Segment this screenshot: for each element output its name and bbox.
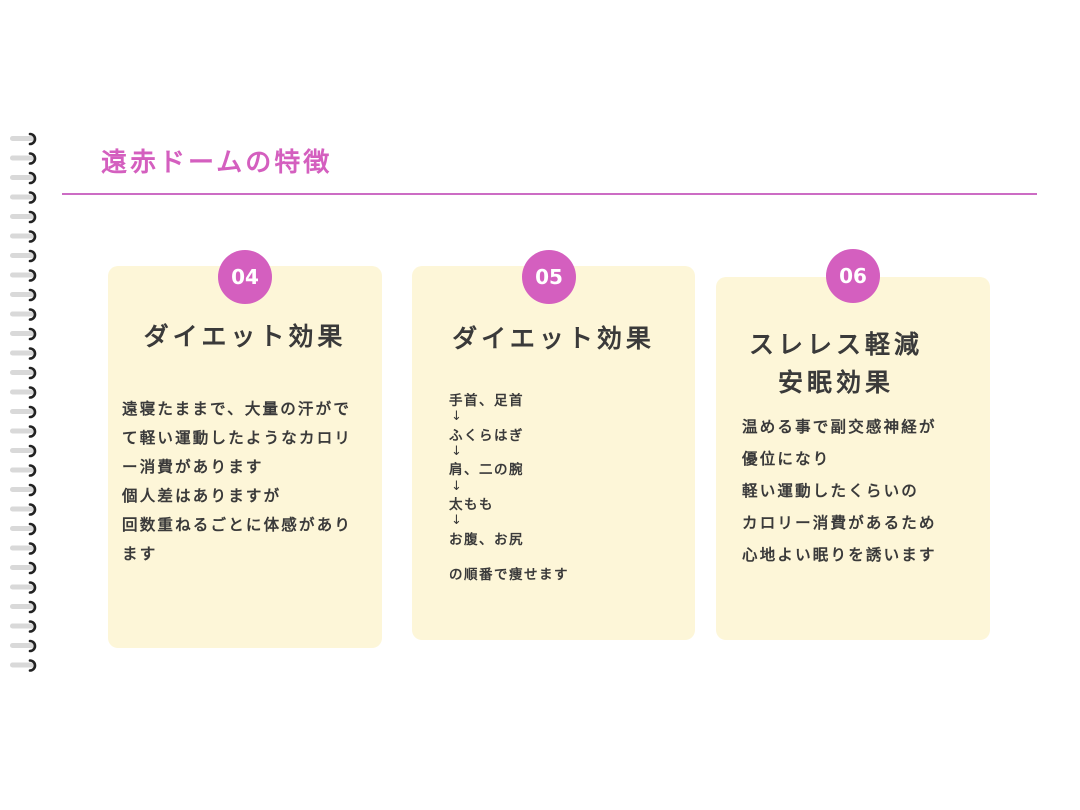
card-heading-05: ダイエット効果 (452, 324, 655, 353)
binding-ring (10, 542, 37, 555)
page-title: 遠赤ドームの特徴 (101, 148, 333, 178)
binding-ring (10, 152, 37, 165)
card-05-flow-step: ふくらはぎ (449, 428, 524, 444)
card-05-closing-text: の順番で痩せます (449, 567, 569, 583)
card-06-line: カロリー消費があるため (742, 514, 937, 532)
feature-card-05 (412, 266, 695, 640)
binding-ring (10, 444, 37, 458)
binding-ring (10, 386, 37, 399)
card-06-line: 心地よい眠りを誘います (742, 546, 937, 564)
down-arrow-icon: ↓ (451, 409, 462, 424)
card-04-line: 個人差はありますが (122, 487, 282, 505)
card-06-line: 軽い運動したくらいの (742, 482, 920, 500)
feature-card-04 (108, 266, 382, 648)
card-number-badge-05: 05 (522, 250, 576, 304)
down-arrow-icon: ↓ (451, 513, 462, 528)
binding-ring (10, 210, 37, 224)
binding-ring (10, 288, 37, 302)
title-divider (62, 193, 1037, 195)
binding-ring (10, 503, 37, 516)
binding-ring (10, 561, 37, 575)
binding-ring (10, 620, 37, 633)
card-04-line: ます (122, 545, 158, 563)
card-05-flow-step: お腹、お尻 (449, 532, 524, 548)
binding-ring (10, 347, 37, 360)
binding-ring (10, 171, 37, 185)
card-04-line: ー消費があります (122, 458, 264, 476)
card-heading-04: ダイエット効果 (143, 322, 347, 351)
card-05-flow-step: 手首、足首 (449, 393, 524, 409)
down-arrow-icon: ↓ (451, 479, 462, 494)
card-06-line: 温める事で副交感神経が (742, 418, 937, 436)
binding-ring (10, 659, 37, 672)
card-04-line: て軽い運動したようなカロリ (122, 429, 353, 447)
binding-ring (10, 230, 37, 243)
card-04-line: 遠寝たままで、大量の汗がで (122, 400, 352, 418)
binding-ring (10, 522, 37, 536)
binding-ring (10, 191, 37, 204)
binding-ring (10, 405, 37, 419)
binding-ring (10, 327, 37, 341)
binding-ring (10, 308, 37, 321)
binding-ring (10, 366, 37, 380)
card-04-line: 回数重ねるごとに体感があり (122, 516, 353, 534)
card-number-badge-04: 04 (218, 250, 272, 304)
card-heading-06-line-2: 安眠効果 (777, 368, 894, 397)
binding-ring (10, 132, 37, 146)
feature-card-06 (716, 277, 990, 640)
spiral-binding (8, 128, 48, 688)
binding-ring (10, 249, 37, 263)
binding-ring (10, 639, 37, 653)
card-05-flow-step: 肩、二の腕 (449, 462, 524, 478)
card-heading-06-line-1: スレレス軽減 (748, 330, 923, 359)
binding-ring (10, 425, 37, 438)
card-06-line: 優位になり (742, 450, 831, 468)
binding-ring (10, 269, 37, 282)
card-05-flow-step: 太もも (449, 497, 494, 513)
binding-ring (10, 483, 37, 497)
binding-ring (10, 581, 37, 594)
down-arrow-icon: ↓ (451, 444, 462, 459)
binding-ring (10, 600, 37, 614)
card-number-badge-06: 06 (826, 249, 880, 303)
binding-ring (10, 464, 37, 477)
